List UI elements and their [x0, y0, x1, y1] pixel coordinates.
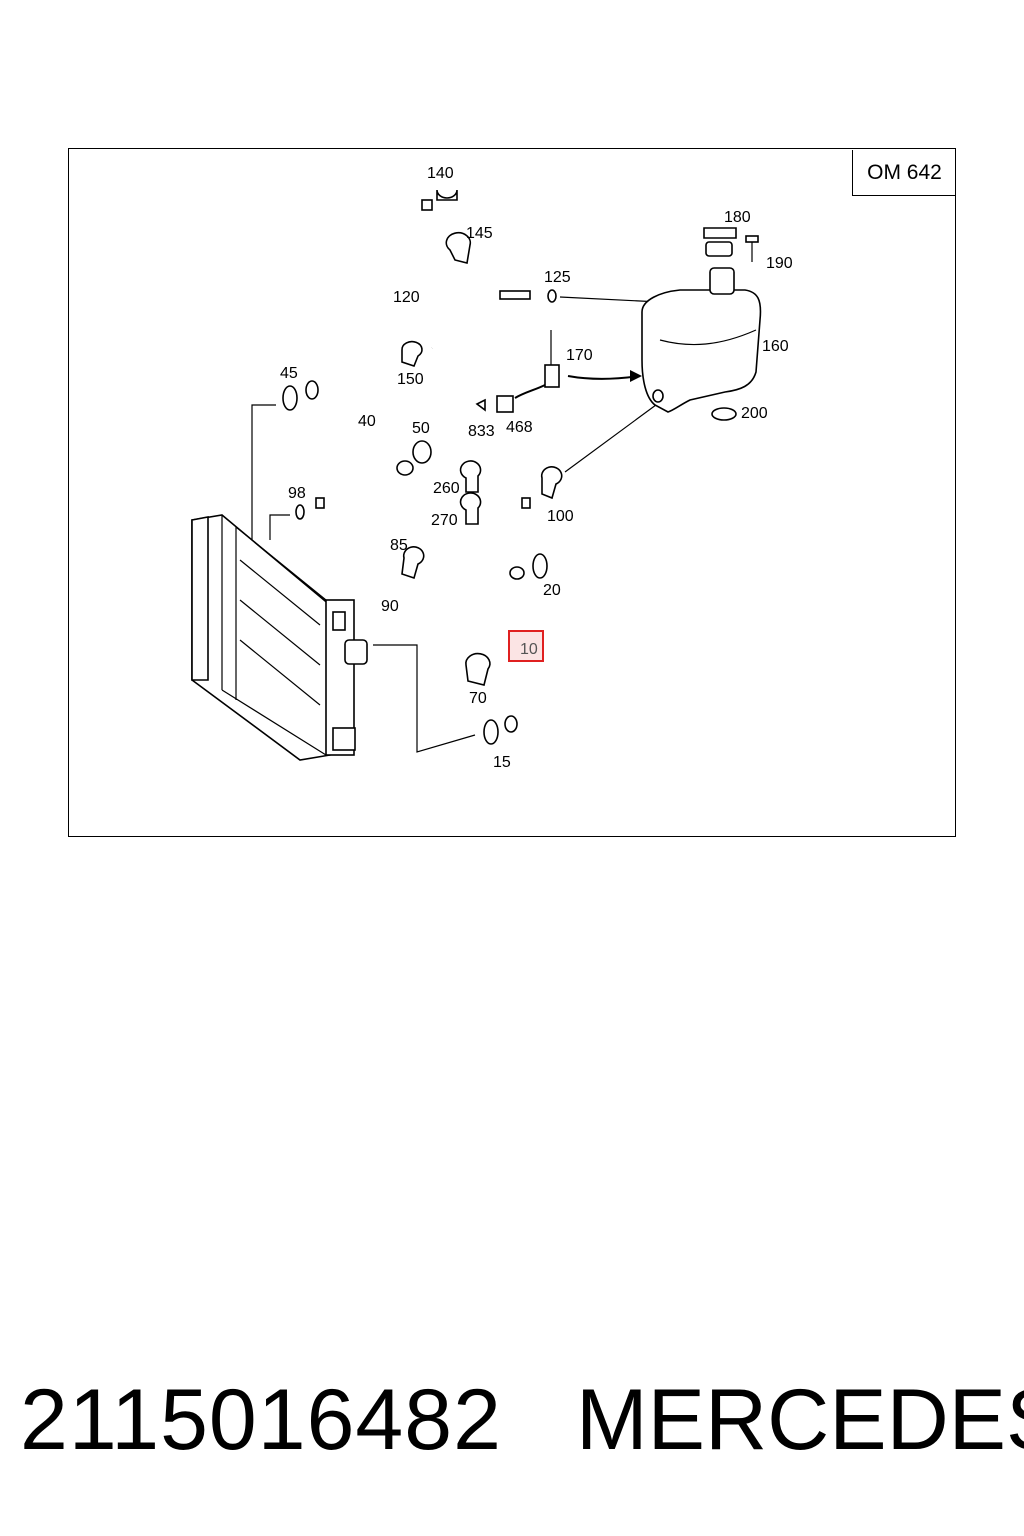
callout-90: 90: [381, 598, 399, 615]
callout-160: 160: [762, 338, 789, 355]
callout-10: 10: [520, 641, 538, 658]
footer: 2115016482 MERCEDES: [0, 1370, 1024, 1470]
sensor-assembly: [475, 330, 560, 413]
callout-468: 468: [506, 419, 533, 436]
clamps: [401, 189, 563, 686]
callout-260: 260: [433, 480, 460, 497]
brand-name: MERCEDES: [576, 1372, 1024, 1468]
radiator: [191, 514, 368, 761]
callout-45: 45: [280, 365, 298, 382]
diagram-frame: [68, 148, 956, 837]
callout-150: 150: [397, 371, 424, 388]
callout-40: 40: [358, 413, 376, 430]
part-number: 2115016482: [20, 1372, 502, 1468]
callout-50: 50: [412, 420, 430, 437]
callout-85: 85: [390, 537, 408, 554]
callout-145: 145: [466, 225, 493, 242]
callout-125: 125: [544, 269, 571, 286]
callout-70: 70: [469, 690, 487, 707]
callout-120: 120: [393, 289, 420, 306]
highlight-box-10: [508, 630, 544, 662]
seal-rings: [282, 289, 557, 745]
parts-diagram: 140 145 120 125 150 170 833 468 180 190 …: [191, 165, 793, 771]
hose-40: [305, 380, 414, 482]
callout-20: 20: [543, 582, 561, 599]
flow-arrow-head: [630, 370, 642, 382]
expansion-tank: [641, 227, 762, 421]
engine-code-label: OM 642: [852, 150, 956, 196]
callout-15: 15: [493, 754, 511, 771]
hose-120: [375, 199, 531, 352]
callout-170: 170: [566, 347, 593, 364]
callout-200: 200: [741, 405, 768, 422]
callout-140: 140: [427, 165, 454, 182]
callout-833: 833: [468, 423, 495, 440]
callout-270: 270: [431, 512, 458, 529]
flow-arrow: [567, 375, 641, 380]
callout-180: 180: [724, 209, 751, 226]
callout-190: 190: [766, 255, 793, 272]
callout-100: 100: [547, 508, 574, 525]
pipe-90: [315, 496, 531, 621]
callout-98: 98: [288, 485, 306, 502]
callout-labels: 140 145 120 125 150 170 833 468 180 190 …: [280, 165, 793, 771]
